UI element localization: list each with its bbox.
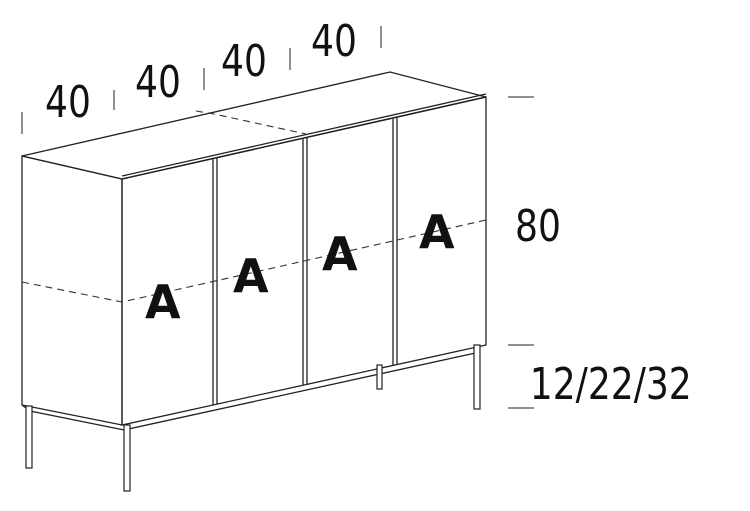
side-panel: [21, 155, 123, 426]
width-label-3: 40: [221, 37, 267, 87]
hidden-line-top: [195, 110, 307, 135]
door-label-2: A: [233, 249, 269, 303]
top-slab-inner: [121, 93, 487, 177]
width-label-2: 40: [135, 58, 181, 108]
leg-back-left: [25, 405, 33, 469]
hidden-line-middle: [21, 219, 487, 303]
door-label-1: A: [145, 275, 181, 329]
leg-height-label: 12/22/32: [530, 360, 692, 410]
door-label-4: A: [419, 205, 455, 259]
door-label-3: A: [322, 227, 358, 281]
top-surface: [21, 71, 487, 180]
height-label: 80: [515, 202, 561, 252]
leg-front-right: [473, 344, 481, 410]
front-panel: [121, 96, 487, 426]
leg-back-middle: [376, 364, 383, 390]
width-label-1: 40: [45, 78, 91, 128]
leg-front-left: [123, 424, 131, 492]
width-label-4: 40: [311, 17, 357, 67]
